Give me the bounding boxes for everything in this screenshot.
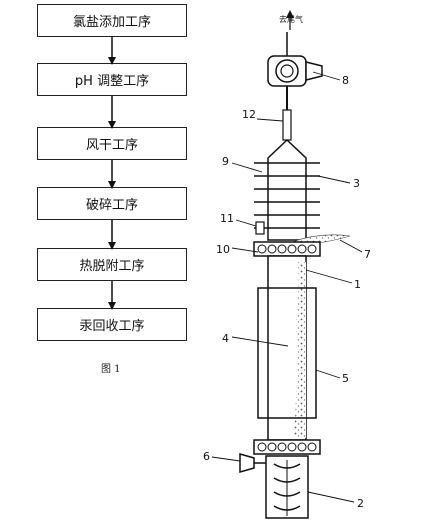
leader-lines: [211, 71, 363, 503]
lower-flange: [253, 439, 321, 455]
condenser: [254, 138, 351, 247]
cooling-fins: [254, 162, 320, 229]
part-number: 2: [357, 497, 364, 510]
step-label: pH 调整工序: [74, 74, 150, 89]
part-number: 1: [354, 278, 361, 291]
part-number: 10: [216, 243, 230, 256]
step-label: 风干工序: [85, 138, 138, 153]
exhaust-label: 去尾气: [279, 14, 303, 24]
step-label: 氯盐添加工序: [72, 15, 151, 30]
gas-inlet: [239, 453, 268, 473]
part-number: 9: [222, 155, 229, 168]
step-thermal-desorption: 热脱附工序: [37, 248, 187, 281]
part-numbers: 8 12 9 3 11 10 7 1 4 5 6 2: [203, 74, 371, 510]
part-number: 11: [220, 212, 234, 225]
figure-caption: 图 1: [101, 364, 121, 375]
part-number: 7: [364, 248, 371, 261]
step-chloride-addition: 氯盐添加工序: [37, 4, 187, 37]
heating-furnace: [257, 287, 317, 419]
part-number: 4: [222, 332, 229, 345]
connecting-pipe: [282, 86, 292, 141]
part-number: 6: [203, 450, 210, 463]
feed-screw: [265, 455, 309, 519]
part-number: 8: [342, 74, 349, 87]
part-number: 5: [342, 372, 349, 385]
reaction-tube: [267, 255, 307, 441]
part-number: 12: [242, 108, 256, 121]
side-fitting: [255, 221, 265, 235]
suction-pump: [267, 32, 323, 87]
step-mercury-recovery: 汞回收工序: [37, 308, 187, 341]
step-air-drying: 风干工序: [37, 127, 187, 160]
step-ph-adjustment: pH 调整工序: [37, 63, 187, 96]
soil-layer: [294, 262, 306, 438]
part-number: 3: [353, 177, 360, 190]
step-label: 汞回收工序: [79, 319, 145, 334]
exhaust-outlet: 去尾气: [279, 10, 303, 30]
step-label: 破碎工序: [85, 198, 138, 213]
upper-flange: [253, 241, 321, 257]
step-label: 热脱附工序: [79, 259, 145, 274]
